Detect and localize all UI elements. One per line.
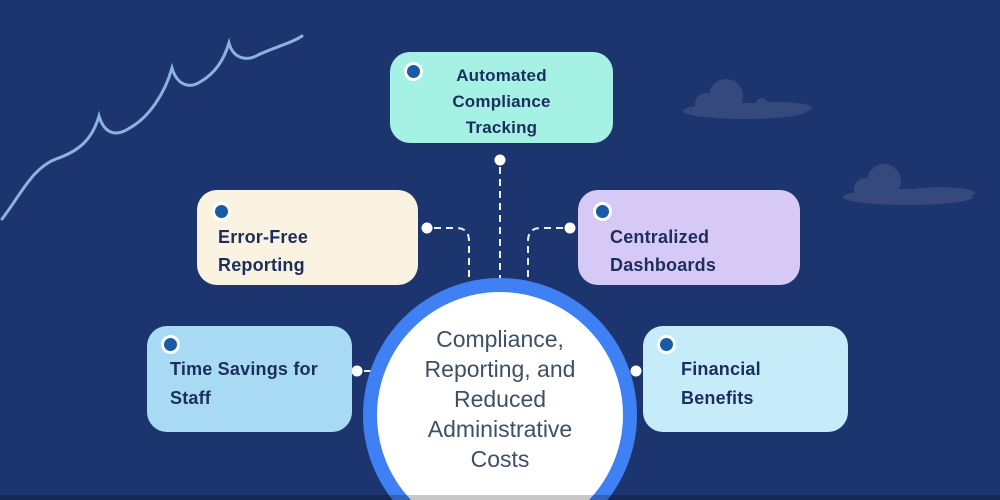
bottom-edge-shadow [0, 495, 1000, 500]
node-label: Time Savings for Staff [170, 359, 318, 408]
connector-right [527, 227, 563, 283]
central-topic-line: Administrative [427, 416, 573, 442]
node-automated-compliance-tracking: Automated Compliance Tracking [390, 52, 613, 143]
bullet-dot-icon [593, 202, 612, 221]
node-label: Error-Free Reporting [218, 227, 309, 275]
central-topic-line: Reduced [453, 386, 547, 412]
node-time-savings-for-staff: Time Savings for Staff [147, 326, 352, 432]
bullet-dot-icon [212, 202, 231, 221]
node-label: Centralized Dashboards [610, 227, 717, 275]
connector-dot [421, 222, 433, 234]
central-topic: Compliance, Reporting, and Reduced Admin… [385, 324, 615, 474]
connector-left [434, 227, 470, 283]
central-circle [363, 278, 637, 500]
central-topic-line: Compliance, [436, 326, 564, 352]
bullet-dot-icon [657, 335, 676, 354]
central-topic-line: Reporting, and [424, 356, 576, 382]
node-error-free-reporting: Error-Free Reporting [197, 190, 418, 285]
connector-dot [630, 365, 642, 377]
node-label: Automated Compliance Tracking [452, 66, 551, 137]
connector-dot [564, 222, 576, 234]
central-topic-line: Costs [470, 446, 530, 472]
cloud-icon [843, 164, 975, 205]
wave-decoration-icon [0, 34, 304, 221]
cloud-icon [683, 79, 812, 119]
node-financial-benefits: Financial Benefits [643, 326, 848, 432]
connector-dot [494, 154, 506, 166]
node-centralized-dashboards: Centralized Dashboards [578, 190, 800, 285]
connector-dots [351, 154, 642, 377]
bullet-dot-icon [161, 335, 180, 354]
connector-dot [351, 365, 363, 377]
bullet-dot-icon [404, 62, 423, 81]
node-label: Financial Benefits [681, 359, 761, 408]
